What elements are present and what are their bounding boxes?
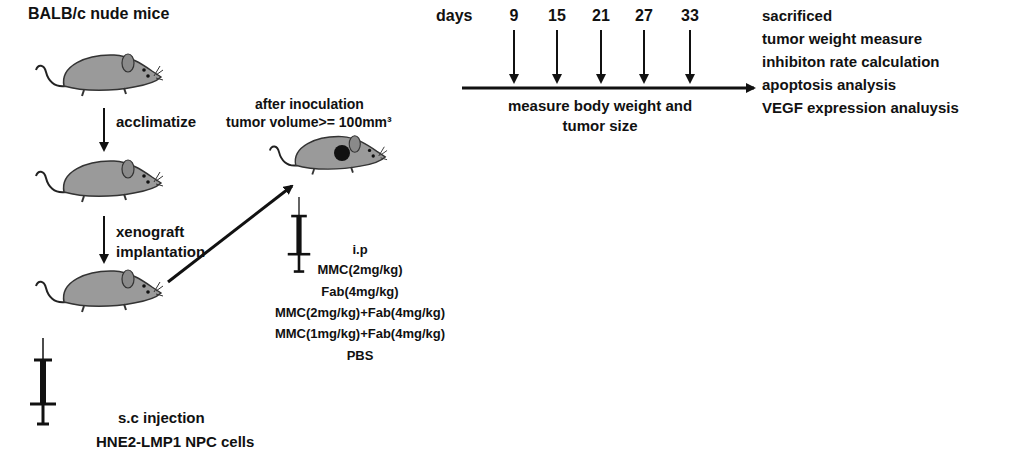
condition-label: after inoculation xyxy=(255,94,364,114)
step-label: xenograft implantation xyxy=(116,222,216,262)
step-label: s.c injection xyxy=(118,408,205,428)
day-number: 9 xyxy=(510,6,519,26)
outcome-label: apoptosis analysis xyxy=(762,75,896,95)
timeline-ticks xyxy=(514,30,690,82)
day-number: 27 xyxy=(635,6,653,26)
step-label: acclimatize xyxy=(116,112,196,132)
outcome-label: sacrificed xyxy=(762,6,832,26)
group-label: PBS xyxy=(347,346,374,366)
tumor xyxy=(334,145,350,161)
group-label: Fab(4mg/kg) xyxy=(321,282,398,302)
step-label: HNE2-LMP1 NPC cells xyxy=(96,432,254,452)
outcome-label: tumor weight measure xyxy=(762,29,922,49)
axis-label: days xyxy=(436,6,472,26)
syringe xyxy=(288,197,311,272)
arrow xyxy=(103,216,105,262)
group-label: MMC(2mg/kg) xyxy=(317,260,402,280)
timeline-label: measure body weight and tumor size xyxy=(505,96,695,136)
route-label: i.p xyxy=(352,240,367,260)
mouse xyxy=(36,160,163,202)
group-label: MMC(1mg/kg)+Fab(4mg/kg) xyxy=(275,324,445,344)
arrow xyxy=(103,108,105,150)
arrow xyxy=(168,186,292,282)
day-number: 33 xyxy=(681,6,699,26)
day-number: 15 xyxy=(548,6,566,26)
day-number: 21 xyxy=(592,6,610,26)
group-label: MMC(2mg/kg)+Fab(4mg/kg) xyxy=(275,303,445,323)
condition-label: tumor volume>= 100mm³ xyxy=(226,112,392,132)
outcome-label: VEGF expression analuysis xyxy=(762,98,959,118)
timeline xyxy=(462,87,754,90)
heading-label: BALB/c nude mice xyxy=(28,4,169,24)
outcome-label: inhibiton rate calculation xyxy=(762,52,940,72)
mouse xyxy=(36,54,163,96)
mouse xyxy=(270,136,387,175)
syringe xyxy=(30,338,56,424)
mouse xyxy=(36,270,163,312)
